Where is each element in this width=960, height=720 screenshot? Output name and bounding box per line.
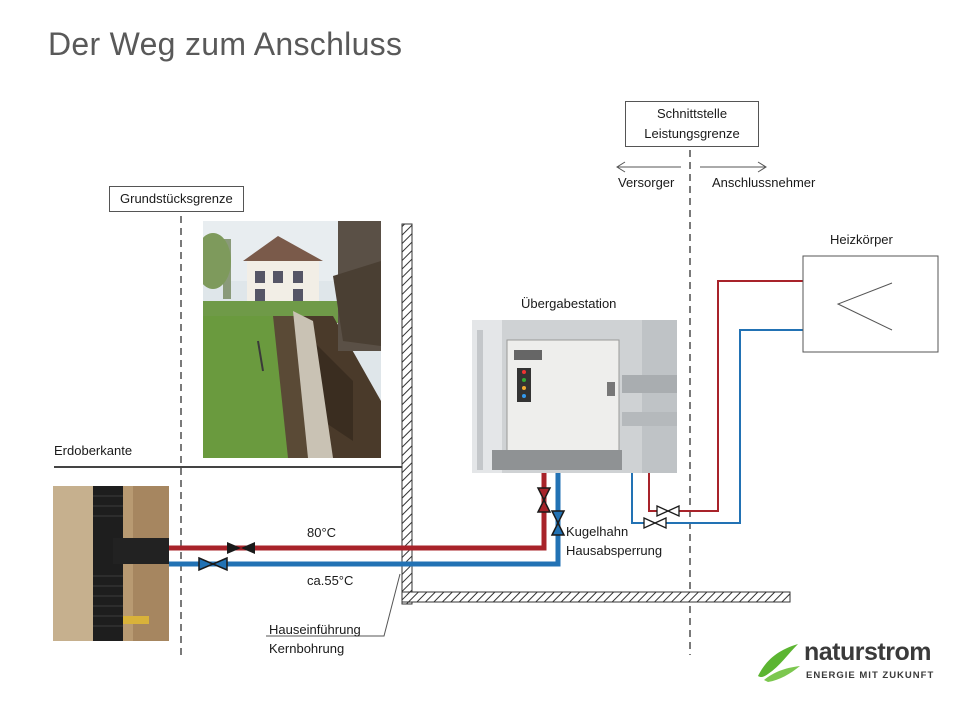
versorger-arrow-icon xyxy=(616,161,681,173)
building-wall xyxy=(401,223,413,605)
transfer-station-photo xyxy=(472,320,677,473)
schnittstelle-label-line2: Leistungsgrenze xyxy=(644,126,740,141)
radiator-return-valve-icon xyxy=(643,516,667,530)
supply-temperature-label: 80°C xyxy=(307,525,337,540)
return-main-pipe xyxy=(166,472,561,567)
leaf-logo-icon xyxy=(758,644,800,682)
radiator-box xyxy=(802,255,939,353)
naturstrom-logo: naturstrom ENERGIE MIT ZUKUNFT xyxy=(754,638,944,686)
heizkoerper-label: Heizkörper xyxy=(830,232,893,247)
house-connection-pipe-photo xyxy=(53,486,169,641)
hauseinfuehrung-leader-line xyxy=(266,573,401,637)
return-valve-icon xyxy=(198,556,228,572)
building-floor xyxy=(401,591,791,603)
kugelhahn-label-line2: Hausabsperrung xyxy=(566,543,663,558)
radiator-symbol xyxy=(836,282,893,331)
grundstuecksgrenze-label: Grundstücksgrenze xyxy=(109,186,244,212)
trench-photo xyxy=(203,221,381,458)
kugelhahn-supply-valve-icon xyxy=(536,487,552,513)
versorger-label: Versorger xyxy=(618,175,675,190)
hauseinfuehrung-label-line1: Hauseinführung xyxy=(269,622,361,637)
uebergabestation-label: Übergabestation xyxy=(521,296,617,311)
station-supply-thin-pipe xyxy=(648,472,661,512)
kugelhahn-label-line1: Kugelhahn xyxy=(566,524,629,539)
schnittstelle-label-line1: Schnittstelle xyxy=(656,106,728,121)
supply-main-pipe xyxy=(166,472,547,551)
radiator-return-pipe xyxy=(663,329,803,524)
logo-tagline: ENERGIE MIT ZUKUNFT xyxy=(806,670,935,681)
logo-wordmark: naturstrom xyxy=(804,638,931,666)
anschlussnehmer-arrow-icon xyxy=(700,161,767,173)
return-temperature-label: ca.55°C xyxy=(307,573,354,588)
station-return-thin-pipe xyxy=(631,472,649,524)
kugelhahn-return-valve-icon xyxy=(550,510,566,536)
hauseinfuehrung-label-line2: Kernbohrung xyxy=(269,641,345,656)
page-title: Der Weg zum Anschluss xyxy=(48,26,403,62)
radiator-supply-pipe xyxy=(675,280,803,512)
schnittstelle-label: Schnittstelle Leistungsgrenze xyxy=(625,101,759,147)
erdoberkante-label: Erdoberkante xyxy=(54,443,133,458)
radiator-supply-valve-icon xyxy=(656,504,680,518)
supply-valve-icon xyxy=(227,542,255,554)
anschlussnehmer-label: Anschlussnehmer xyxy=(712,175,816,190)
